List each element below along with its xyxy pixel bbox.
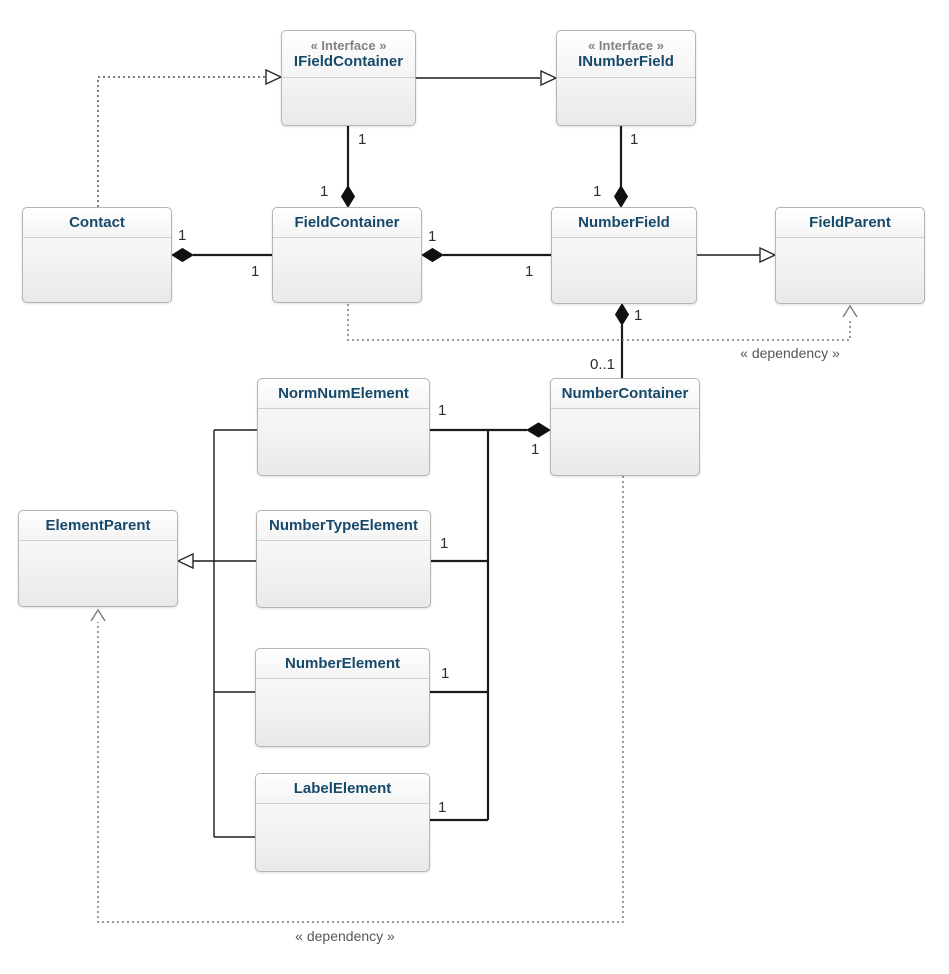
class-title: FieldContainer <box>294 214 400 231</box>
class-body <box>557 78 695 172</box>
class-body <box>273 238 421 332</box>
hollow-triangle-icon <box>540 69 558 87</box>
dependency-label: « dependency » <box>740 345 840 361</box>
multiplicity-label: 1 <box>634 307 643 324</box>
class-title: NumberField <box>578 214 670 231</box>
class-body <box>282 78 415 172</box>
class-body <box>776 238 924 333</box>
class-title: INumberField <box>578 53 674 70</box>
multiplicity-label: 0..1 <box>590 356 616 373</box>
class-contact[interactable]: Contact <box>22 207 172 303</box>
class-title: ElementParent <box>45 517 151 534</box>
class-inumberfield[interactable]: « Interface » INumberField <box>556 30 696 126</box>
interface-stereotype: « Interface » <box>310 38 387 53</box>
class-title: FieldParent <box>809 214 891 231</box>
hollow-triangle-icon <box>759 246 777 264</box>
class-numbertypeelement-header: NumberTypeElement <box>257 511 430 541</box>
class-normnumelement[interactable]: NormNumElement <box>257 378 430 476</box>
interface-stereotype: « Interface » <box>588 38 664 53</box>
class-inumberfield-header: « Interface » INumberField <box>557 31 695 78</box>
multiplicity-label: 1 <box>593 183 602 200</box>
class-numbercontainer[interactable]: NumberContainer <box>550 378 700 476</box>
multiplicity-label: 1 <box>630 131 639 148</box>
class-fieldcontainer[interactable]: FieldContainer <box>272 207 422 303</box>
class-elementparent-header: ElementParent <box>19 511 177 541</box>
class-body <box>257 541 430 637</box>
multiplicity-label: 1 <box>358 131 367 148</box>
class-numberfield-header: NumberField <box>552 208 696 238</box>
class-title: NumberContainer <box>561 385 689 402</box>
class-body <box>551 409 699 505</box>
class-title: NumberTypeElement <box>269 517 418 534</box>
multiplicity-label: 1 <box>440 535 449 552</box>
class-numbercontainer-header: NumberContainer <box>551 379 699 409</box>
class-title: NormNumElement <box>278 385 409 402</box>
class-body <box>23 238 171 332</box>
filled-diamond-icon <box>526 422 551 438</box>
class-normnumelement-header: NormNumElement <box>258 379 429 409</box>
class-ifieldcontainer-header: « Interface » IFieldContainer <box>282 31 415 78</box>
class-fieldcontainer-header: FieldContainer <box>273 208 421 238</box>
multiplicity-label: 1 <box>438 799 447 816</box>
multiplicity-label: 1 <box>441 665 450 682</box>
class-elementparent[interactable]: ElementParent <box>18 510 178 607</box>
class-body <box>256 804 429 901</box>
multiplicity-label: 1 <box>525 263 534 280</box>
class-numberfield[interactable]: NumberField <box>551 207 697 304</box>
class-ifieldcontainer[interactable]: « Interface » IFieldContainer <box>281 30 416 126</box>
realization-line-contact-ifieldcontainer <box>97 76 266 207</box>
class-title: Contact <box>69 214 125 231</box>
dependency-label: « dependency » <box>295 928 395 944</box>
filled-diamond-icon <box>171 247 194 263</box>
class-labelelement-header: LabelElement <box>256 774 429 804</box>
filled-diamond-icon <box>421 247 444 263</box>
class-fieldparent[interactable]: FieldParent <box>775 207 925 304</box>
multiplicity-label: 1 <box>428 228 437 245</box>
multiplicity-label: 1 <box>178 227 187 244</box>
multiplicity-label: 1 <box>438 402 447 419</box>
multiplicity-label: 1 <box>320 183 329 200</box>
class-numbertypeelement[interactable]: NumberTypeElement <box>256 510 431 608</box>
class-title: IFieldContainer <box>293 53 404 70</box>
filled-diamond-icon <box>340 185 356 208</box>
class-body <box>256 679 429 776</box>
class-contact-header: Contact <box>23 208 171 238</box>
class-labelelement[interactable]: LabelElement <box>255 773 430 872</box>
hollow-triangle-icon <box>176 552 194 570</box>
hollow-triangle-icon <box>265 68 283 86</box>
class-body <box>552 238 696 333</box>
class-numberelement-header: NumberElement <box>256 649 429 679</box>
class-title: NumberElement <box>284 655 401 672</box>
filled-diamond-icon <box>613 185 629 208</box>
class-body <box>258 409 429 505</box>
multiplicity-label: 1 <box>251 263 260 280</box>
multiplicity-label: 1 <box>531 441 540 458</box>
class-body <box>19 541 177 636</box>
class-title: LabelElement <box>293 780 392 797</box>
class-fieldparent-header: FieldParent <box>776 208 924 238</box>
class-numberelement[interactable]: NumberElement <box>255 648 430 747</box>
